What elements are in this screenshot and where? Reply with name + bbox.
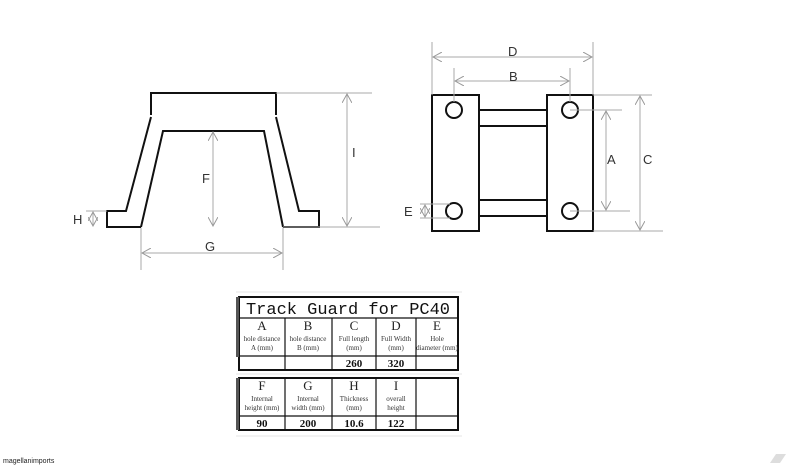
label-G: G <box>205 239 215 254</box>
label-C: C <box>643 152 652 167</box>
cell-value: 200 <box>300 418 317 430</box>
column-description: A (mm) <box>251 344 274 352</box>
column-description: (mm) <box>388 344 404 352</box>
cell-value: 10.6 <box>344 418 364 430</box>
top-view <box>431 94 594 232</box>
column-letter: G <box>303 378 312 393</box>
column-description: (mm) <box>346 344 362 352</box>
label-A: A <box>607 152 616 167</box>
inner-profile <box>140 130 284 228</box>
column-description: height (mm) <box>245 404 280 412</box>
label-E: E <box>404 204 413 219</box>
cell-value: 320 <box>388 358 405 370</box>
side-dimensions <box>86 92 380 270</box>
column-letter: I <box>394 378 398 393</box>
label-H: H <box>73 212 82 227</box>
top-dimensions <box>420 42 663 232</box>
label-B: B <box>509 69 518 84</box>
column-description: (mm) <box>346 404 362 412</box>
label-D: D <box>508 44 517 59</box>
cell-value: 260 <box>346 358 363 370</box>
top-bar <box>478 109 548 127</box>
column-description: Internal <box>251 395 273 403</box>
column-description: height <box>387 404 405 412</box>
column-description: hole distance <box>290 335 327 343</box>
column-description: hole distance <box>244 335 281 343</box>
bottom-bar <box>478 199 548 217</box>
hole <box>445 202 463 220</box>
label-F: F <box>202 171 210 186</box>
column-description: Hole <box>430 335 444 343</box>
column-description: Thickness <box>340 395 369 403</box>
column-letter: D <box>391 318 400 333</box>
column-letter: B <box>304 318 313 333</box>
left-plate <box>431 94 480 232</box>
column-letter: H <box>349 378 358 393</box>
cell-value: 90 <box>257 418 269 430</box>
column-letter: A <box>257 318 267 333</box>
column-description: B (mm) <box>297 344 320 352</box>
watermark-logo-icon <box>770 454 786 463</box>
hole <box>445 101 463 119</box>
label-I: I <box>352 145 356 160</box>
sheet-gridlines <box>236 291 462 437</box>
column-description: Internal <box>297 395 319 403</box>
column-letter: E <box>433 318 441 333</box>
table-title: Track Guard for PC40 <box>246 301 450 320</box>
column-description: Full length <box>339 335 370 343</box>
column-letter: F <box>258 378 265 393</box>
column-letter: C <box>350 318 359 333</box>
cell-value: 122 <box>388 418 405 430</box>
column-description: diameter (mm) <box>416 344 458 352</box>
column-description: overall <box>386 395 405 403</box>
column-description: width (mm) <box>291 404 325 412</box>
watermark-text: magellanimports <box>3 458 55 465</box>
column-description: Full Width <box>381 335 412 343</box>
